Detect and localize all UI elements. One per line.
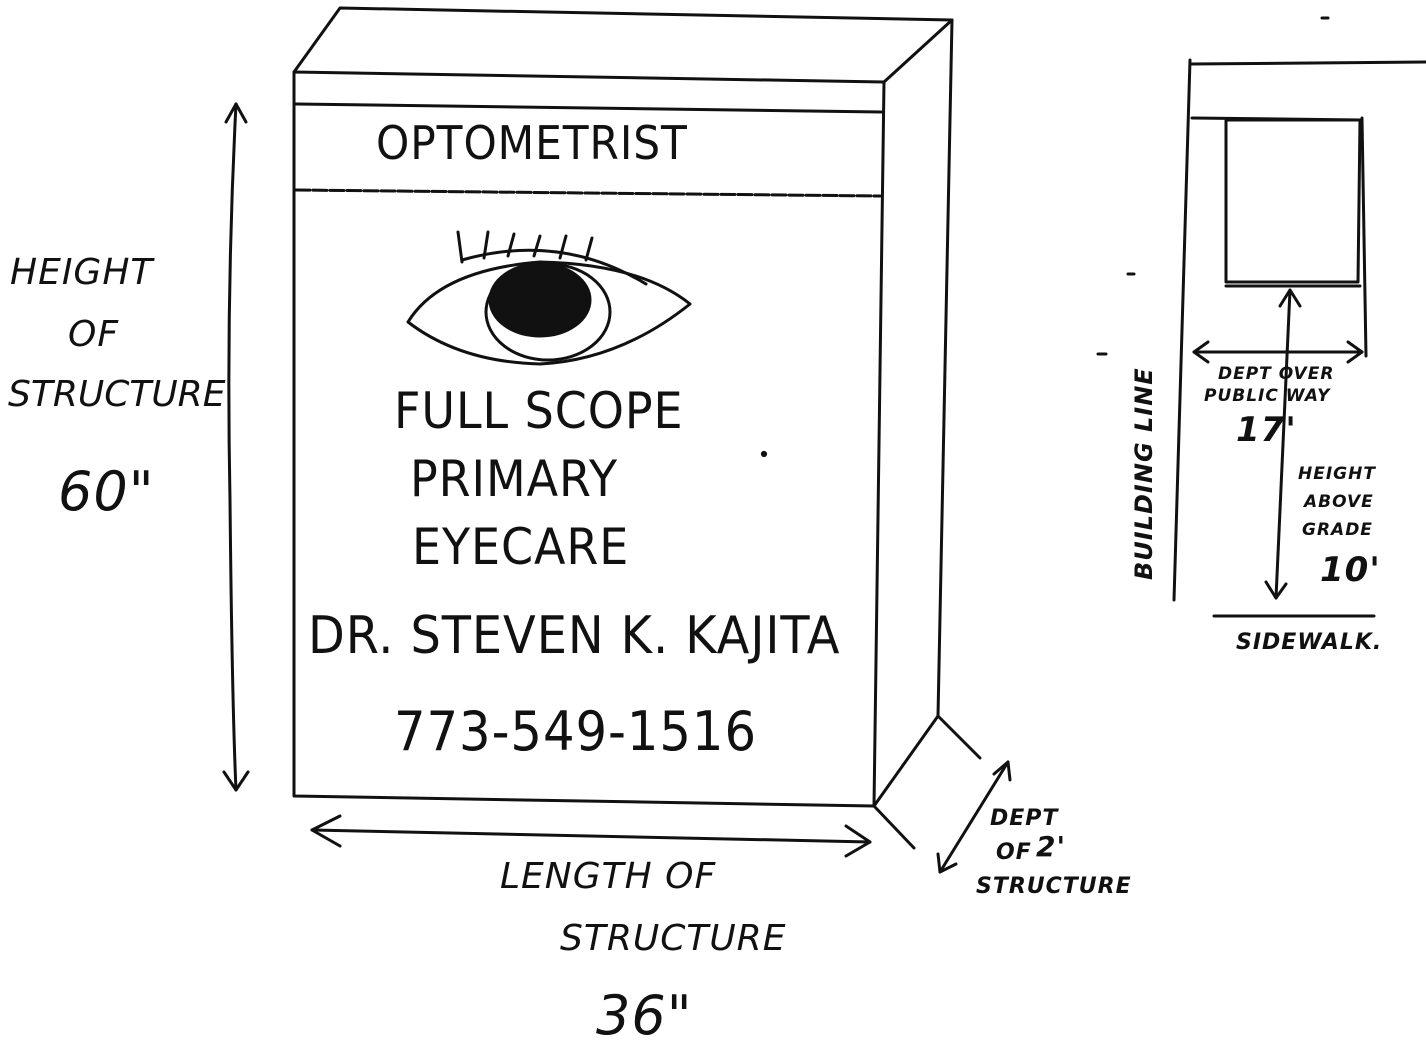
height-above-label-3: GRADE xyxy=(1302,520,1373,540)
height-above-label-1: HEIGHT xyxy=(1298,464,1376,484)
length-value: 36" xyxy=(596,984,693,1047)
sign-line-3: EYECARE xyxy=(412,518,630,576)
eye-icon xyxy=(406,230,692,366)
height-label-2: OF xyxy=(68,314,120,355)
building-top xyxy=(1188,60,1426,66)
side-sign-box xyxy=(1224,118,1362,284)
height-arrow xyxy=(222,102,250,792)
depth-over-value: 17' xyxy=(1236,410,1297,450)
height-label-3: STRUCTURE xyxy=(8,374,226,415)
height-label-1: HEIGHT xyxy=(10,252,154,293)
depth-arrow xyxy=(872,714,1012,874)
height-value: 60" xyxy=(58,460,155,523)
building-line xyxy=(1172,58,1192,602)
length-label-1: LENGTH OF xyxy=(500,856,717,897)
sign-line-2: PRIMARY xyxy=(410,450,618,508)
sign-side-face xyxy=(872,18,954,808)
side-view xyxy=(1172,58,1426,618)
depth-label-3: STRUCTURE xyxy=(976,874,1132,899)
length-label-2: STRUCTURE xyxy=(560,918,787,959)
length-arrow xyxy=(310,814,872,858)
overhang-right xyxy=(1360,116,1368,358)
height-above-label-2: ABOVE xyxy=(1304,492,1374,512)
depth-over-label-2: PUBLIC WAY xyxy=(1204,386,1331,406)
sign-header-text: OPTOMETRIST xyxy=(376,116,688,170)
sign-phone: 773-549-1516 xyxy=(394,700,757,763)
sign-doctor: DR. STEVEN K. KAJITA xyxy=(308,606,841,666)
building-line-label: BUILDING LINE xyxy=(1130,367,1158,580)
header-band-top xyxy=(294,102,884,114)
depth-label-1: DEPT xyxy=(990,806,1059,831)
header-band-bottom xyxy=(294,188,882,198)
sign-top-face xyxy=(292,6,954,84)
sign-line-1: FULL SCOPE xyxy=(394,382,684,440)
sidewalk-label: SIDEWALK. xyxy=(1236,630,1383,655)
depth-label-2: OF xyxy=(996,840,1032,865)
height-above-value: 10' xyxy=(1320,550,1381,590)
depth-value: 2' xyxy=(1036,830,1067,863)
depth-over-label-1: DEPT OVER xyxy=(1218,364,1335,384)
